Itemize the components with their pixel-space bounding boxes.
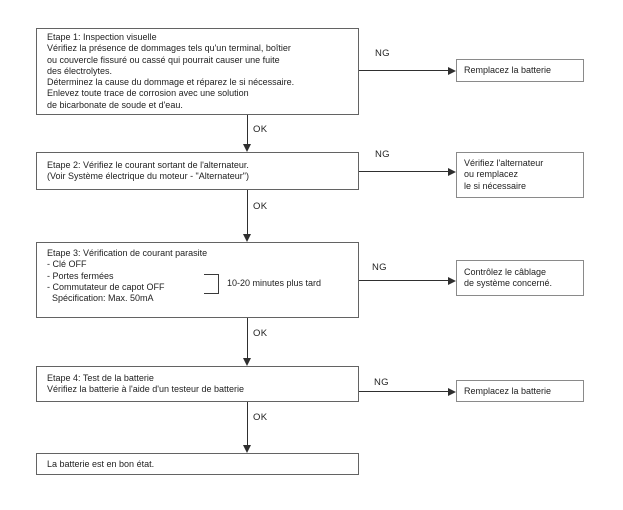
step3-timing-note: 10-20 minutes plus tard — [227, 278, 322, 288]
action1-text: Remplacez la batterie — [464, 65, 552, 75]
ng-arrowhead-icon — [448, 388, 456, 396]
ok-arrow-line — [247, 115, 248, 145]
step1-box: Etape 1: Inspection visuelle Vérifiez la… — [36, 28, 359, 115]
ng-arrowhead-icon — [448, 67, 456, 75]
ng-arrow-line — [359, 280, 448, 281]
ok-arrowhead-icon — [243, 144, 251, 152]
ng-label: NG — [375, 149, 390, 160]
result-text: La batterie est en bon état. — [47, 459, 155, 469]
bracket-top-tick — [204, 274, 219, 275]
action2-text: Vérifiez l'alternateur ou remplacez le s… — [464, 158, 544, 191]
ng-arrow-line — [359, 391, 448, 392]
ok-arrowhead-icon — [243, 234, 251, 242]
action4-box: Remplacez la batterie — [456, 380, 584, 402]
action4-text: Remplacez la batterie — [464, 386, 552, 396]
step2-text: Etape 2: Vérifiez le courant sortant de … — [47, 160, 249, 182]
ng-arrow-line — [359, 171, 448, 172]
ok-arrow-line — [247, 402, 248, 446]
ng-label: NG — [375, 48, 390, 59]
ok-label: OK — [253, 201, 268, 212]
bracket-vertical — [218, 274, 219, 294]
ng-arrowhead-icon — [448, 277, 456, 285]
ng-label: NG — [372, 262, 387, 273]
step2-box: Etape 2: Vérifiez le courant sortant de … — [36, 152, 359, 190]
action1-box: Remplacez la batterie — [456, 59, 584, 82]
ok-arrowhead-icon — [243, 445, 251, 453]
ng-arrow-line — [359, 70, 448, 71]
step3-text: Etape 3: Vérification de courant parasit… — [47, 248, 208, 304]
action3-box: Contrôlez le câblage de système concerné… — [456, 260, 584, 296]
step4-box: Etape 4: Test de la batterie Vérifiez la… — [36, 366, 359, 402]
action2-box: Vérifiez l'alternateur ou remplacez le s… — [456, 152, 584, 198]
ok-arrow-line — [247, 318, 248, 359]
step1-text: Etape 1: Inspection visuelle Vérifiez la… — [47, 32, 295, 110]
step3-box: Etape 3: Vérification de courant parasit… — [36, 242, 359, 318]
step4-text: Etape 4: Test de la batterie Vérifiez la… — [47, 373, 245, 395]
ok-label: OK — [253, 412, 268, 423]
ng-arrowhead-icon — [448, 168, 456, 176]
result-box: La batterie est en bon état. — [36, 453, 359, 475]
bracket-bottom-tick — [204, 293, 219, 294]
ok-label: OK — [253, 328, 268, 339]
ng-label: NG — [374, 377, 389, 388]
ok-arrow-line — [247, 190, 248, 235]
ok-label: OK — [253, 124, 268, 135]
ok-arrowhead-icon — [243, 358, 251, 366]
action3-text: Contrôlez le câblage de système concerné… — [464, 267, 553, 289]
